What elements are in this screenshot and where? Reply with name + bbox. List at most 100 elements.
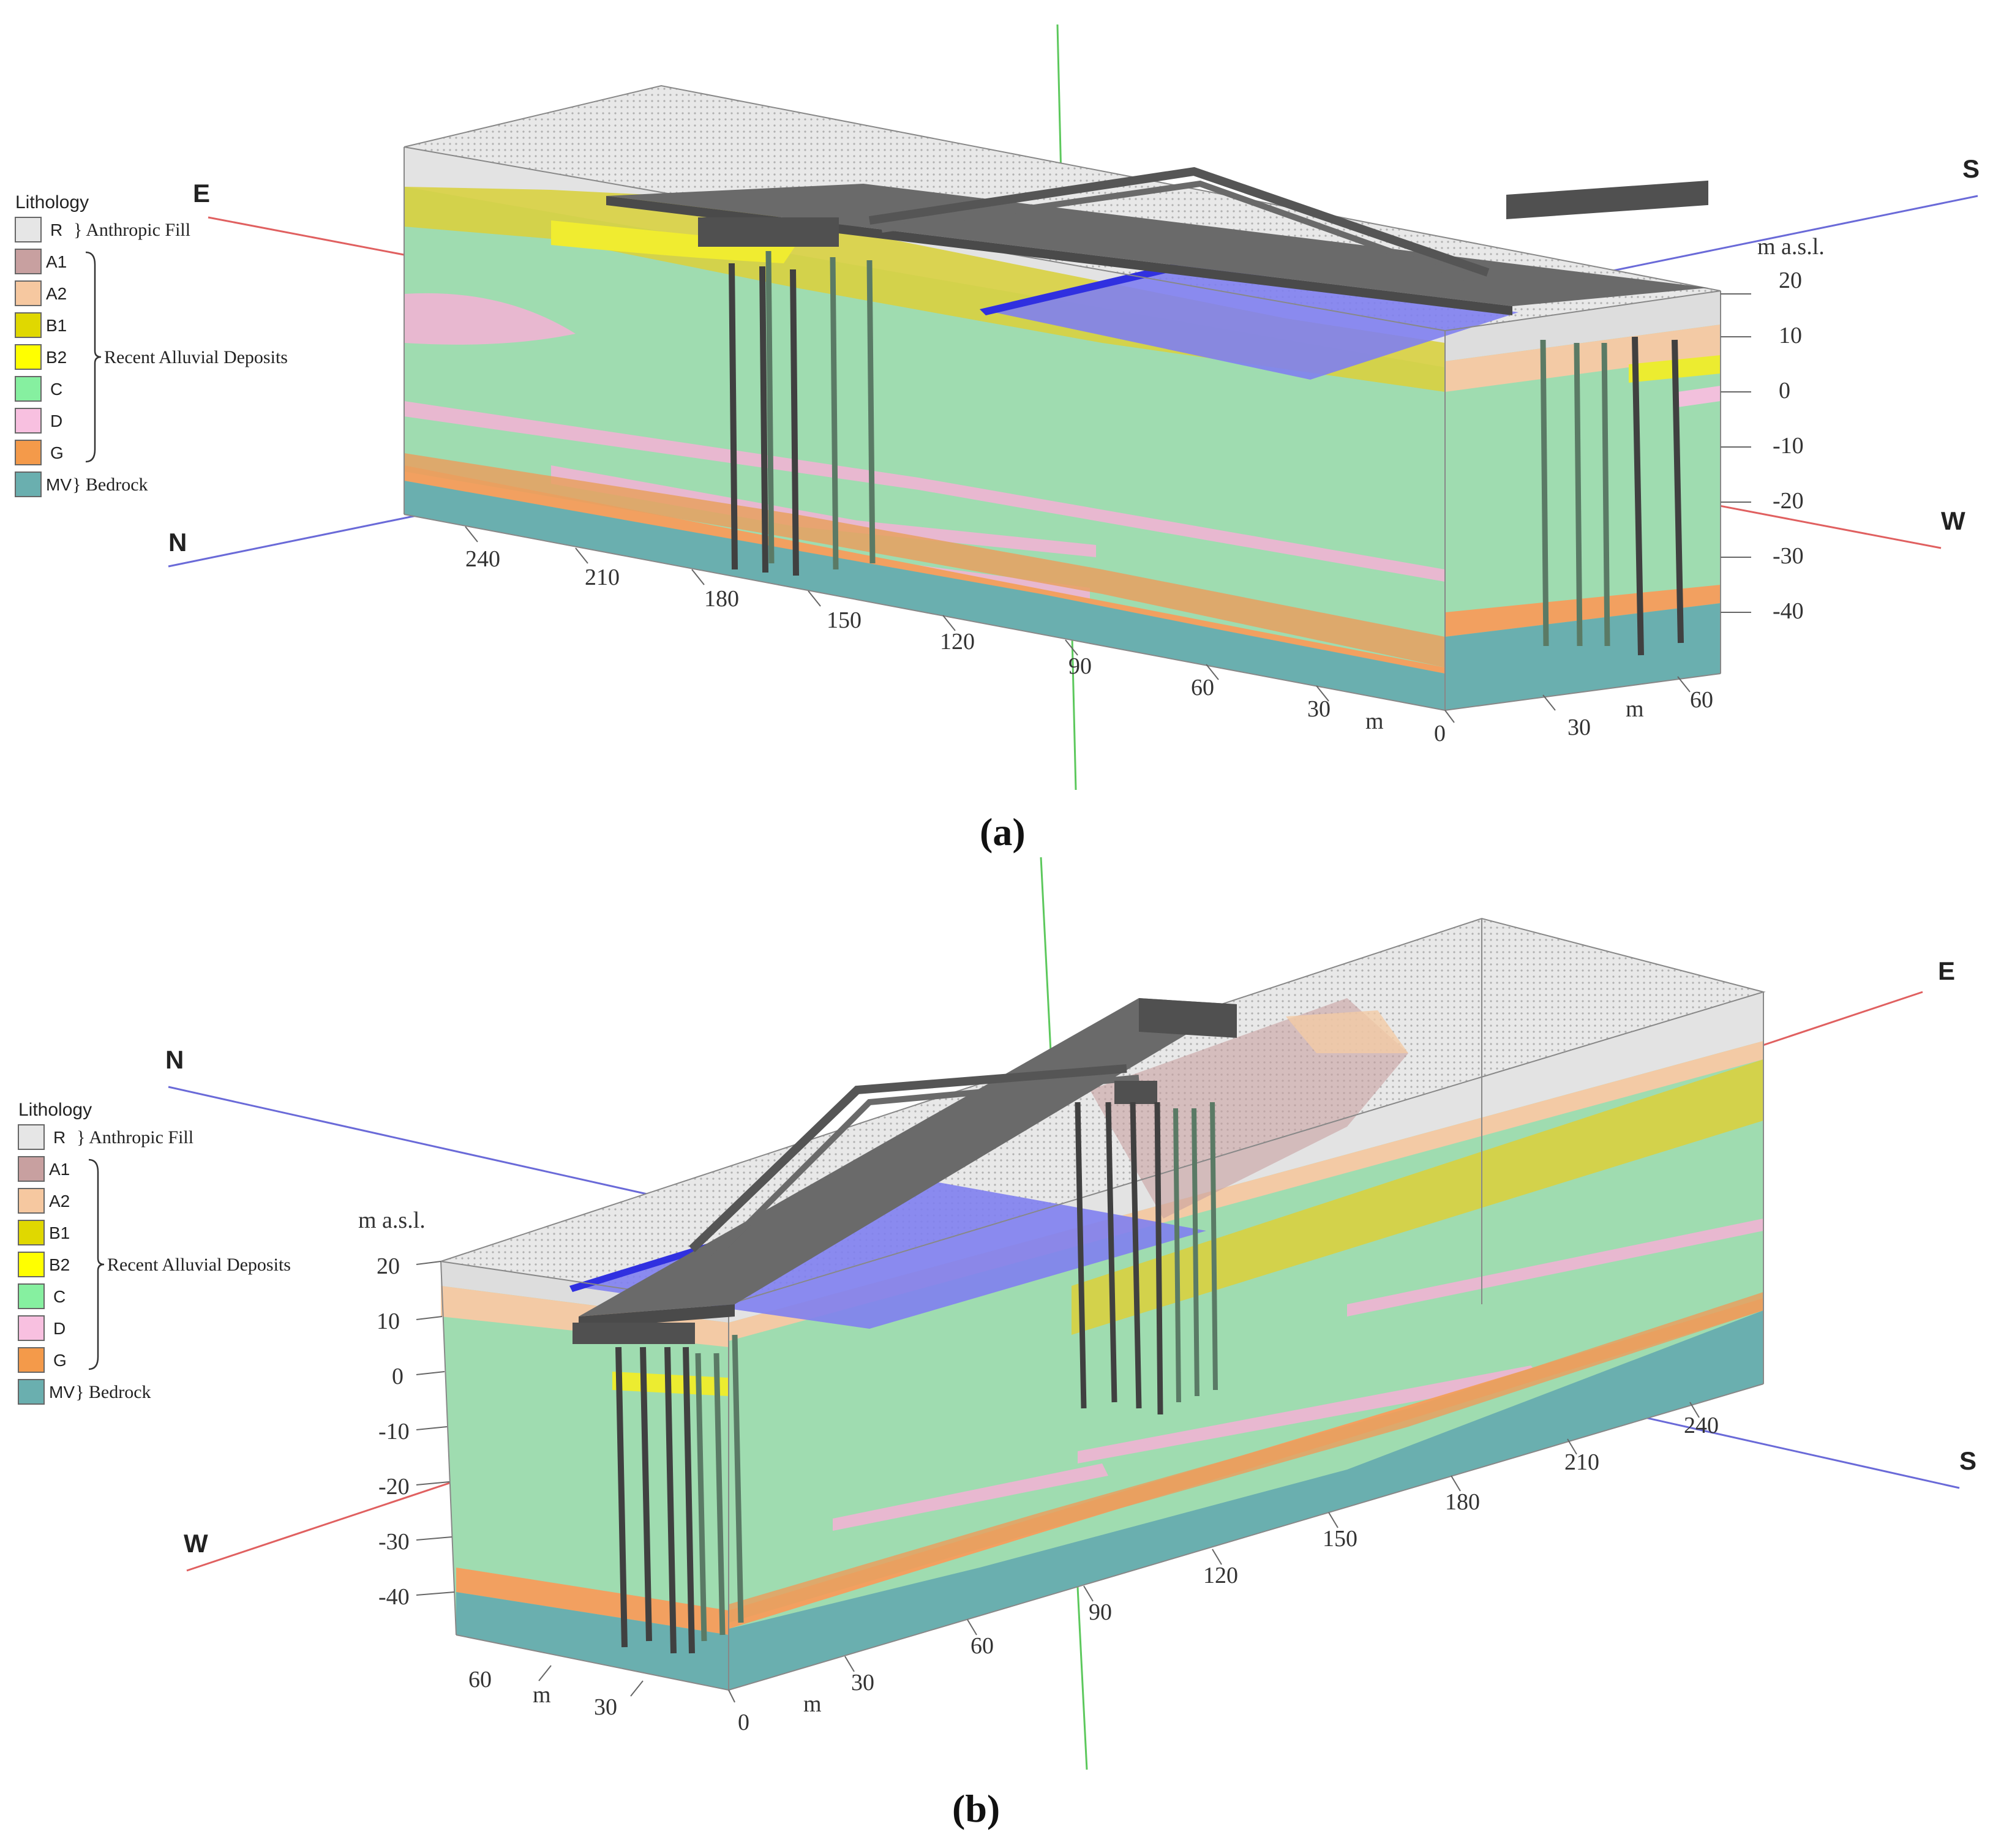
legend-swatch-c-b [18, 1283, 45, 1309]
elevation-axis-b [416, 1261, 455, 1596]
elevation-tick-a-2: 0 [1779, 378, 1790, 404]
legend-code-r-a: R [50, 220, 62, 239]
legend-group-bedrock-a: } Bedrock [72, 475, 148, 495]
legend-swatch-r-a [15, 217, 42, 242]
distance-tick-a-5: 90 [1068, 653, 1092, 679]
elevation-tick-b-4: -20 [378, 1474, 410, 1500]
legend-swatch-d-a [15, 408, 42, 434]
elevation-tick-b-0: 20 [377, 1253, 400, 1279]
west-face-a [1445, 291, 1721, 710]
panel-a: m a.s.l. 20 10 0 -10 -20 -30 -40 240 210… [168, 24, 1980, 854]
direction-n-b: N [165, 1045, 184, 1074]
legend-code-c-a: C [50, 380, 62, 399]
distance-tick-b-3: 90 [1089, 1599, 1112, 1625]
legend-code-r-b: R [53, 1128, 66, 1147]
legend-code-g-b: G [53, 1351, 67, 1370]
elevation-tick-a-6: -40 [1773, 598, 1804, 624]
legend-code-c-b: C [53, 1287, 66, 1306]
legend-code-a2-a: A2 [46, 284, 67, 303]
distance-unit-b: m [803, 1691, 822, 1717]
distance-unit-a: m [1365, 708, 1384, 734]
legend-swatch-g-a [15, 440, 42, 465]
width-unit-a: m [1626, 696, 1644, 722]
width-tick-a-0: 30 [1567, 715, 1591, 740]
south-face-b [729, 992, 1763, 1690]
distance-tick-a-8: 0 [1434, 721, 1446, 746]
legend-swatch-b1-a [15, 312, 42, 338]
legend-swatch-mv-b [18, 1379, 45, 1405]
width-tick-b-0: 60 [468, 1667, 492, 1692]
distance-tick-a-1: 210 [585, 565, 620, 590]
elevation-tick-b-3: -10 [378, 1419, 410, 1444]
distance-tick-a-6: 60 [1191, 675, 1214, 701]
legend-title-b: Lithology [18, 1100, 92, 1120]
elevation-tick-a-0: 20 [1779, 268, 1802, 293]
legend-group-anthropic-fill-b: } Anthropic Fill [77, 1127, 193, 1147]
elevation-axis-a [1721, 293, 1751, 613]
legend-swatch-a1-b [18, 1156, 45, 1182]
legend-group-recent-alluvial-a: Recent Alluvial Deposits [104, 347, 288, 367]
distance-tick-b-1: 30 [851, 1670, 874, 1696]
distance-tick-a-4: 120 [940, 629, 975, 655]
legend-brace-b [88, 1159, 105, 1370]
distance-tick-a-2: 180 [704, 586, 739, 612]
direction-s-a: S [1962, 154, 1980, 183]
elevation-tick-b-6: -40 [378, 1584, 410, 1610]
width-tick-b-1: 30 [594, 1694, 617, 1720]
distance-tick-a-3: 150 [827, 607, 862, 633]
bounding-box-a [404, 85, 1721, 711]
legend-code-d-b: D [53, 1319, 66, 1338]
distance-tick-a-0: 240 [465, 546, 500, 572]
elevation-title-a: m a.s.l. [1757, 234, 1825, 260]
caption-a: (a) [980, 810, 1026, 854]
legend-swatch-a1-a [15, 249, 42, 274]
distance-tick-b-4: 120 [1203, 1563, 1238, 1588]
direction-w-a: W [1941, 506, 1965, 535]
distance-tick-a-7: 30 [1307, 696, 1331, 722]
elevation-tick-a-3: -10 [1773, 433, 1804, 459]
legend-swatch-d-b [18, 1315, 45, 1341]
bridge-structure-a [606, 167, 1708, 656]
direction-w-b: W [184, 1529, 208, 1558]
excavation-plane-a [980, 263, 1519, 380]
elevation-tick-b-5: -30 [378, 1529, 410, 1555]
legend-code-d-a: D [50, 411, 62, 430]
legend-swatch-b2-a [15, 344, 42, 370]
direction-s-b: S [1959, 1446, 1977, 1475]
elevation-tick-a-1: 10 [1779, 323, 1802, 348]
legend-code-a2-b: A2 [49, 1192, 70, 1211]
bridge-structure-b [573, 998, 1237, 1654]
legend-group-recent-alluvial-b: Recent Alluvial Deposits [107, 1255, 291, 1275]
legend-group-bedrock-b: } Bedrock [75, 1382, 151, 1402]
legend-swatch-b2-b [18, 1252, 45, 1277]
legend-code-a1-a: A1 [46, 252, 67, 271]
distance-tick-b-7: 210 [1564, 1449, 1599, 1475]
direction-e-b: E [1938, 956, 1955, 985]
elevation-tick-b-2: 0 [392, 1364, 404, 1389]
legend-code-b1-b: B1 [49, 1223, 70, 1242]
distance-axis-b [538, 1402, 1700, 1703]
legend-swatch-r-b [18, 1124, 45, 1150]
legend-swatch-b1-b [18, 1220, 45, 1245]
legend-code-a1-b: A1 [49, 1160, 70, 1179]
distance-tick-b-0: 0 [738, 1710, 749, 1735]
distance-tick-b-2: 60 [970, 1633, 994, 1659]
legend-code-b1-a: B1 [46, 316, 67, 335]
west-face-b [441, 1261, 729, 1690]
elevation-title-b: m a.s.l. [358, 1208, 426, 1233]
legend-code-b2-a: B2 [46, 348, 67, 367]
elevation-tick-a-4: -20 [1773, 488, 1804, 514]
legend-brace-a [85, 251, 102, 463]
legend-swatch-a2-b [18, 1188, 45, 1214]
caption-b: (b) [952, 1787, 1000, 1830]
legend-code-mv-b: MV [49, 1383, 75, 1402]
legend-code-mv-a: MV [46, 475, 72, 494]
legend-swatch-g-b [18, 1347, 45, 1373]
distance-tick-b-5: 150 [1323, 1526, 1357, 1552]
direction-n-a: N [168, 528, 187, 557]
elevation-tick-b-1: 10 [377, 1309, 400, 1334]
legend-code-b2-b: B2 [49, 1255, 70, 1274]
